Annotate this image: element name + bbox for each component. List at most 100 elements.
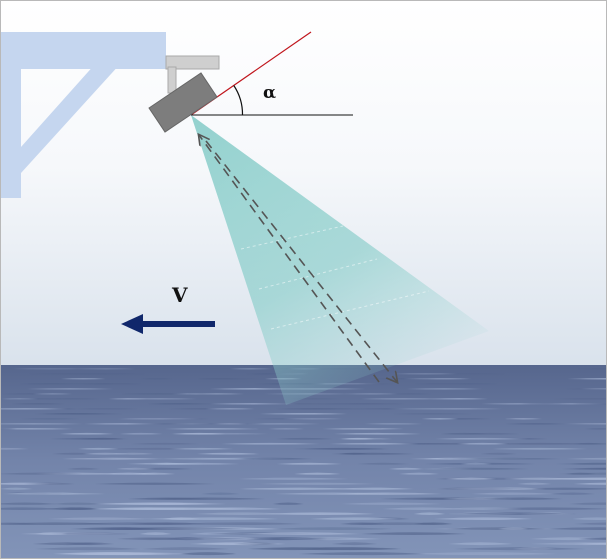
wave-ripple: [413, 512, 446, 515]
wave-ripple: [322, 427, 404, 430]
wave-ripple: [1, 398, 62, 400]
wave-ripple: [59, 507, 101, 510]
beam-dotted-lines: [240, 225, 430, 330]
wave-ripple: [350, 403, 405, 405]
wave-ripple: [21, 418, 80, 420]
wave-ripple: [238, 477, 349, 480]
wave-ripple: [209, 403, 299, 405]
wave-ripple: [388, 467, 424, 470]
wave-ripple: [441, 432, 487, 435]
wave-ripple: [579, 388, 606, 390]
wave-ripple: [537, 403, 606, 405]
wave-ripple: [414, 383, 482, 385]
wave-ripple: [197, 378, 240, 380]
wave-ripple: [94, 482, 215, 485]
wave-ripple: [253, 403, 339, 405]
water-surface: [1, 365, 606, 558]
wave-ripple: [343, 393, 398, 395]
wave-ripple: [1, 447, 30, 450]
wave-ripple: [75, 408, 138, 410]
wave-ripple: [555, 462, 606, 465]
wave-ripple: [117, 418, 202, 420]
wave-ripple: [172, 432, 226, 435]
wave-ripple: [546, 477, 606, 480]
wave-ripple: [513, 487, 606, 490]
wave-ripple: [558, 472, 606, 475]
wave-ripple: [580, 378, 606, 380]
wave-ripple: [76, 368, 136, 370]
wave-ripple: [411, 552, 558, 556]
wave-ripple: [126, 423, 225, 425]
wave-ripple: [259, 482, 376, 485]
wave-ripple: [59, 432, 115, 435]
wave-ripple: [529, 542, 606, 546]
wave-ripple: [429, 398, 489, 400]
wave-ripple: [398, 472, 440, 475]
wave-ripple: [24, 482, 75, 485]
wave-ripple: [578, 537, 606, 540]
wave-ripple: [195, 542, 286, 546]
wave-ripple: [329, 442, 419, 445]
wave-ripple: [498, 527, 529, 531]
wave-ripple: [167, 537, 205, 541]
wave-ripple: [32, 542, 103, 546]
wave-ripple: [403, 378, 470, 380]
wave-ripple: [452, 457, 561, 460]
angle-arc: [233, 85, 244, 116]
wave-ripple: [179, 552, 237, 556]
wave-ripple: [578, 537, 606, 540]
wave-ripple: [73, 522, 197, 526]
wave-ripple: [413, 522, 453, 526]
wave-ripple: [459, 383, 498, 385]
wave-ripple: [19, 532, 125, 536]
wave-ripple: [50, 532, 130, 536]
wave-ripple: [581, 542, 606, 545]
wave-ripple: [149, 527, 282, 531]
wave-ripple: [1, 482, 50, 485]
wave-ripple: [1, 398, 39, 400]
arrow-left-icon: [121, 314, 215, 334]
wave-ripple: [272, 502, 304, 505]
wave-ripple: [339, 522, 385, 526]
wave-ripple: [19, 383, 71, 385]
wave-ripple: [317, 403, 385, 405]
wave-ripple: [82, 452, 128, 455]
wave-ripple: [201, 492, 240, 495]
wave-ripple: [480, 403, 559, 405]
wave-ripple: [427, 378, 472, 380]
wave-ripple: [129, 522, 205, 526]
wave-ripple: [67, 467, 100, 470]
wave-ripple: [518, 403, 571, 405]
angle-label: α: [263, 83, 276, 103]
wave-ripple: [1, 492, 106, 495]
wave-ripple: [117, 537, 185, 541]
wave-ripple: [11, 368, 90, 370]
wave-ripple: [357, 462, 410, 465]
wave-ripple: [11, 403, 65, 405]
wave-ripple: [128, 537, 250, 541]
wave-ripple: [504, 418, 543, 420]
wave-ripple: [361, 532, 467, 536]
wave-ripple: [470, 492, 556, 495]
wave-ripple: [169, 537, 274, 541]
wave-ripple: [1, 522, 115, 525]
wave-ripple: [585, 427, 606, 430]
wave-ripple: [296, 408, 365, 410]
wave-ripple: [445, 477, 497, 480]
wave-ripple: [145, 497, 266, 500]
wave-ripple: [26, 388, 114, 390]
wave-ripple: [81, 437, 124, 440]
wave-ripple: [34, 547, 141, 551]
wave-ripple: [35, 532, 68, 536]
wave-ripple: [61, 457, 164, 460]
wave-ripple: [240, 423, 321, 425]
wave-ripple: [1, 507, 62, 510]
wave-ripple: [434, 437, 530, 440]
wave-ripple: [132, 472, 176, 475]
wave-ripple: [275, 408, 336, 410]
wave-ripple: [194, 512, 291, 515]
wave-ripple: [459, 462, 493, 465]
wave-ripple: [2, 393, 56, 395]
wave-ripple: [553, 398, 606, 400]
wave-ripple: [77, 447, 119, 450]
